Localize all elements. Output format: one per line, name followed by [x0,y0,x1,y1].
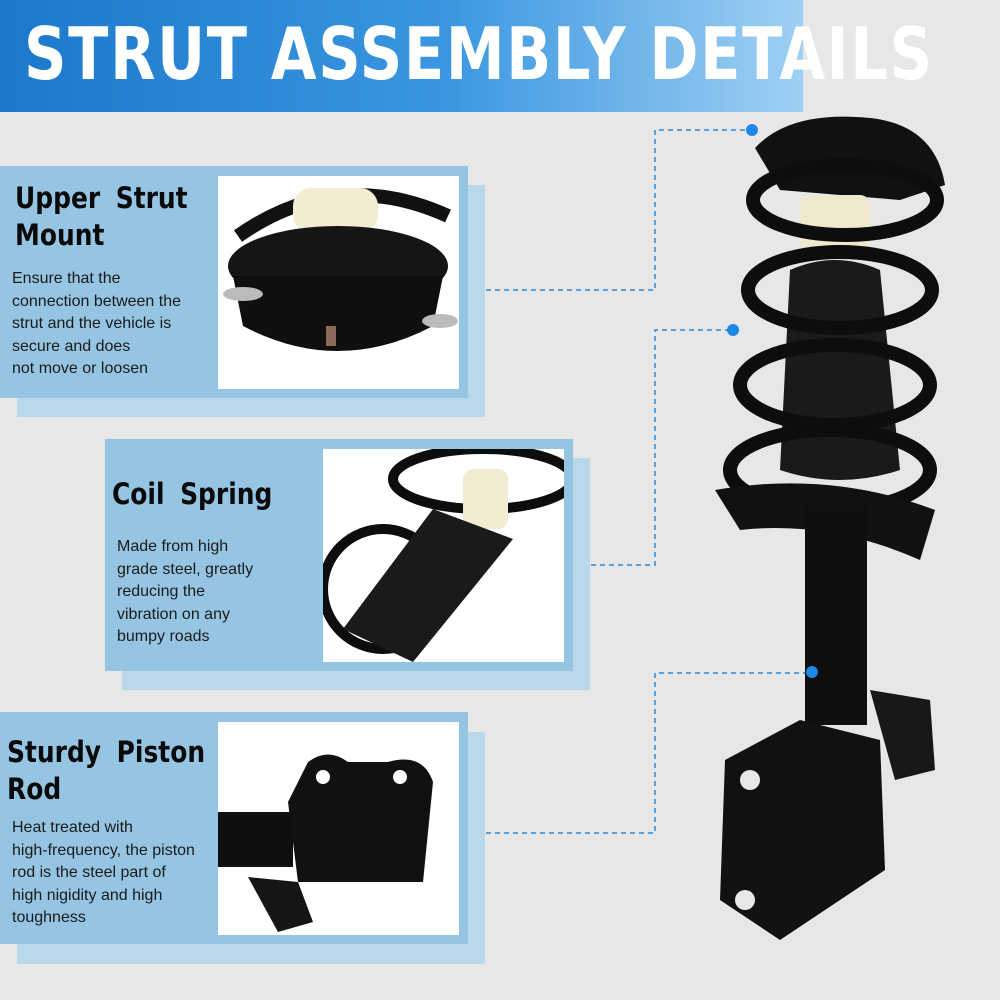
desc-line: bumpy roads [117,628,210,645]
desc-line: vibration on any [117,605,230,623]
desc-line: connection between the [12,292,182,310]
desc-line: rod is the steel part of [12,864,166,881]
feature-description: Heat treated with high-frequency, the pi… [12,817,195,930]
feature-title: Sturdy Piston Rod [7,735,206,806]
piston-rod-photo [218,722,459,935]
upper-mount-photo [218,176,459,389]
desc-line: toughness [12,909,86,926]
feature-coil-spring: Coil Spring Made from high grade steel, … [105,439,573,671]
coil-spring-photo [323,449,564,662]
desc-line: Heat treated with [12,819,133,836]
feature-upper-strut-mount: Upper Strut Mount Ensure that the connec… [0,166,468,398]
desc-line: reducing the [117,583,206,600]
feature-description: Ensure that the connection between the s… [12,268,181,381]
desc-line: Ensure that the [12,270,121,287]
feature-sturdy-piston-rod: Sturdy Piston Rod Heat treated with high… [0,712,468,944]
desc-line: strut and the vehicle is [12,315,172,332]
page-title: STRUT ASSEMBLY DETAILS [24,12,934,96]
feature-description: Made from high grade steel, greatly redu… [117,536,253,649]
desc-line: high nigidity and high [12,886,163,904]
desc-line: grade steel, greatly [117,560,254,578]
header-banner: STRUT ASSEMBLY DETAILS [0,0,932,112]
callout-dots [727,124,818,678]
desc-line: Made from high [117,538,229,555]
desc-line: secure and does [12,337,131,355]
strut-assembly [715,116,945,940]
feature-title: Coil Spring [112,477,273,511]
desc-line: high-frequency, the piston [12,841,195,859]
desc-line: not move or loosen [12,360,149,377]
feature-title: Upper Strut Mount [15,181,188,252]
connector-lines [468,129,812,834]
